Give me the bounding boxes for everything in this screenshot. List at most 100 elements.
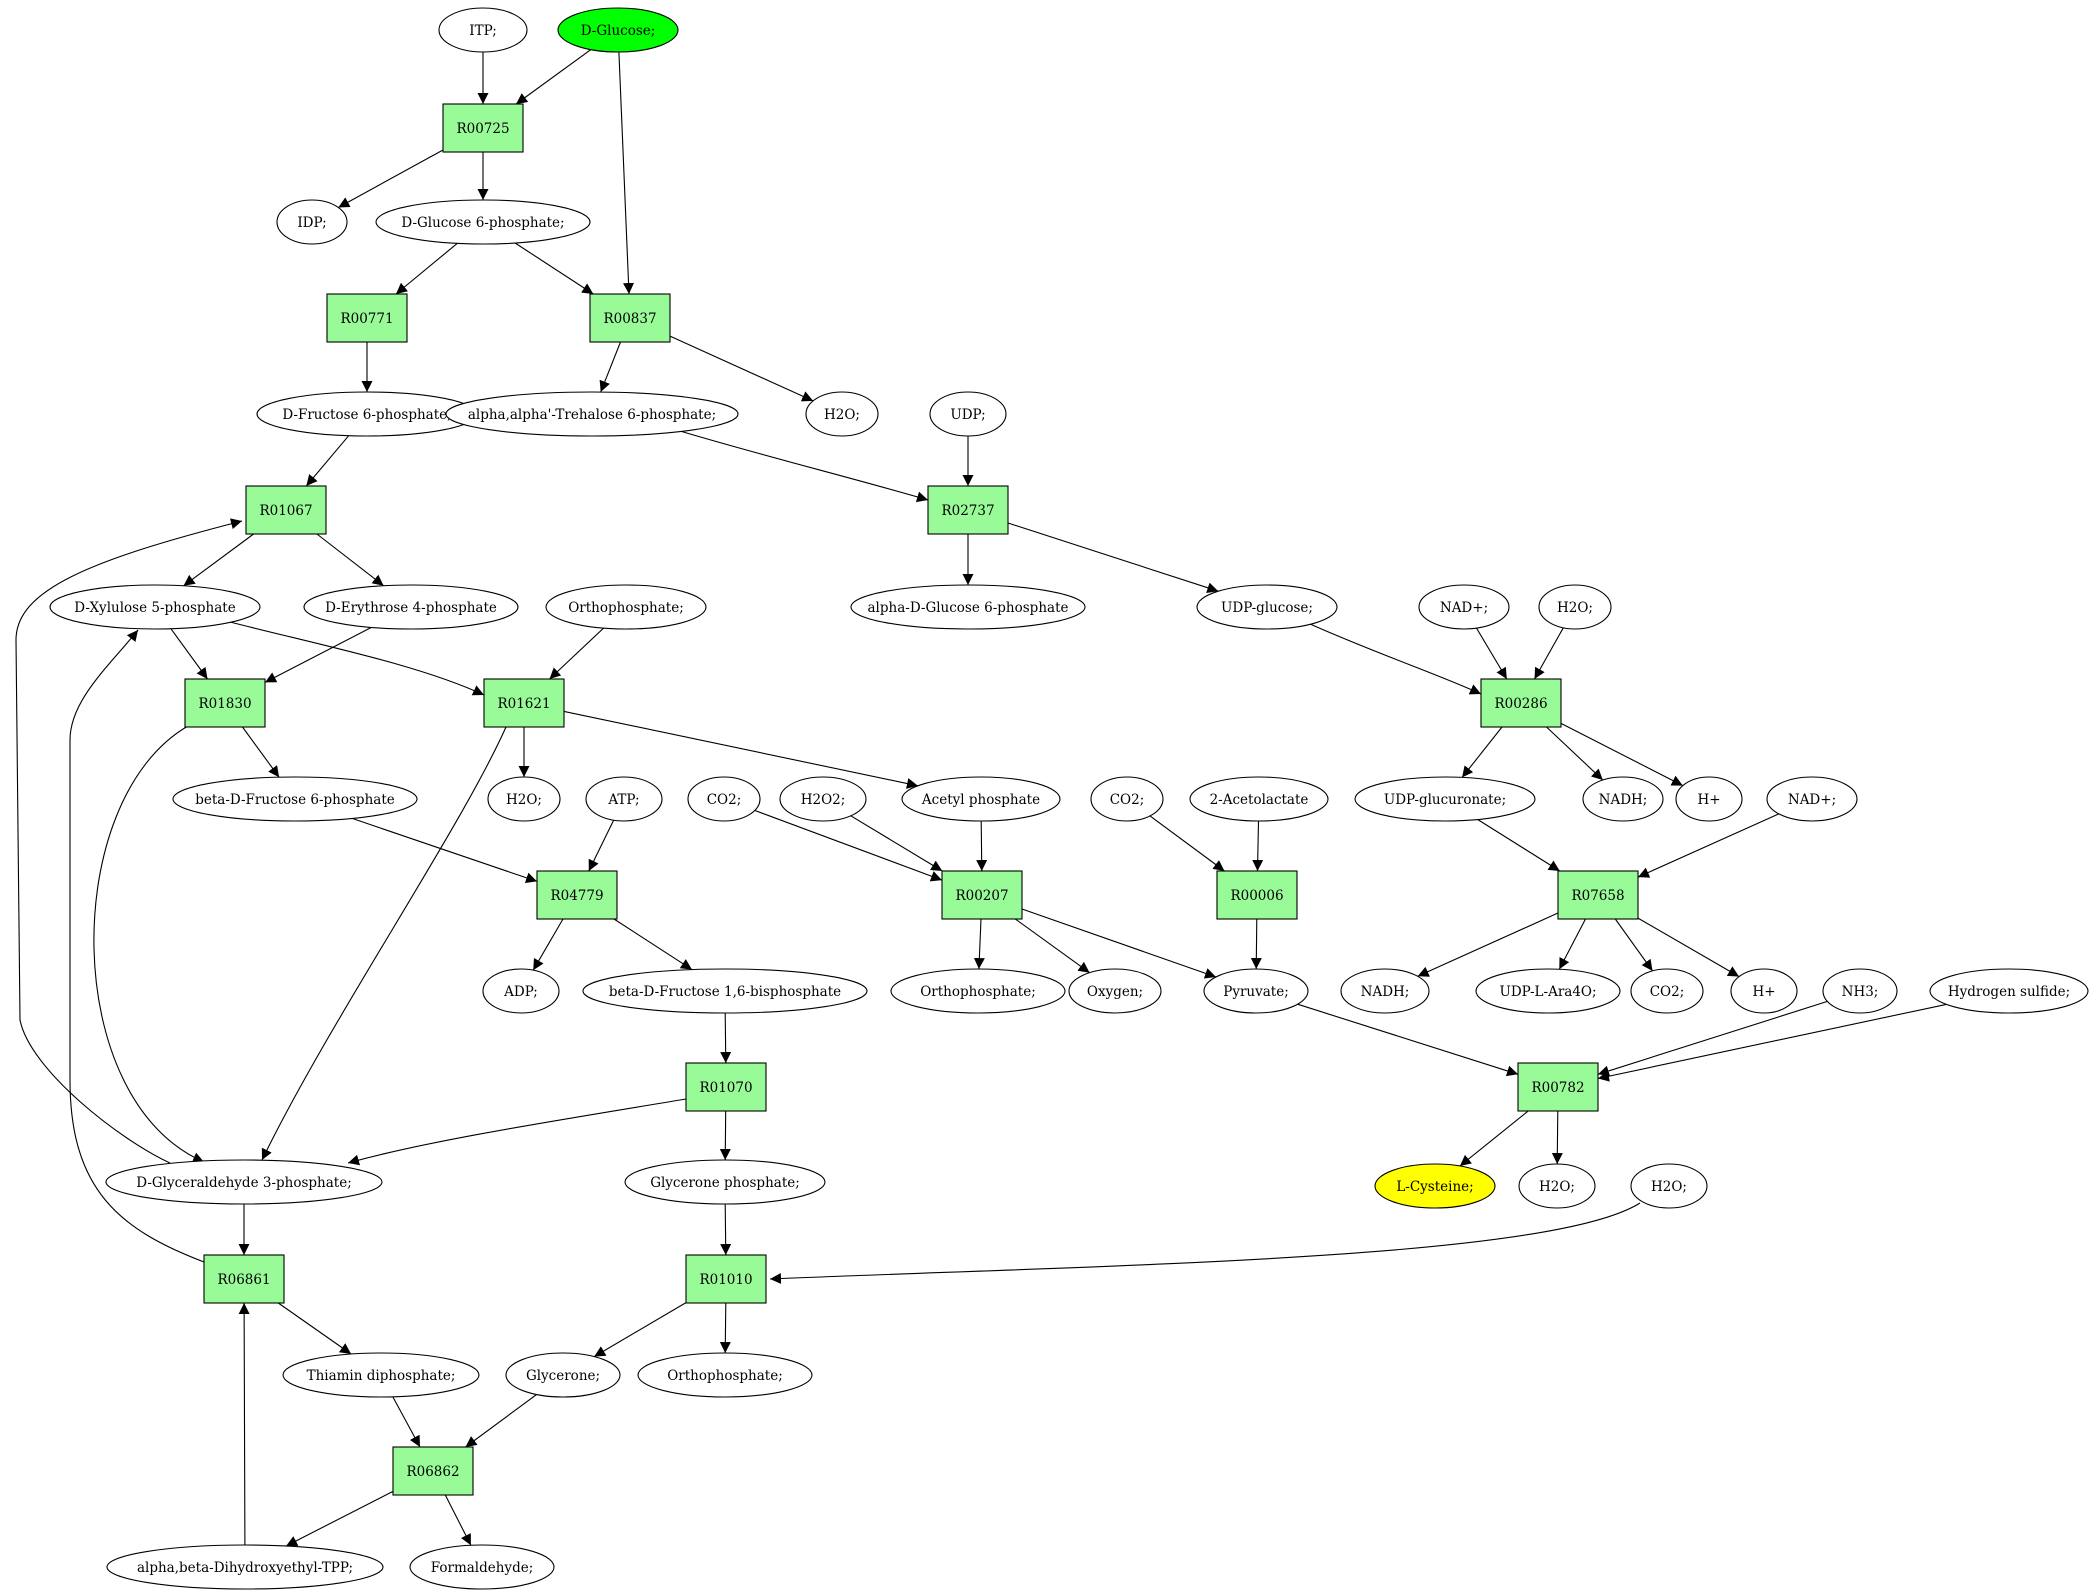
reaction-node-R04779[interactable]: R04779 xyxy=(536,870,618,920)
compound-node-h2o_d[interactable]: H2O; xyxy=(1518,1163,1596,1209)
reaction-node-R01067[interactable]: R01067 xyxy=(245,485,327,535)
reaction-node-R00286[interactable]: R00286 xyxy=(1480,678,1562,728)
compound-node-formald[interactable]: Formaldehyde; xyxy=(409,1544,555,1590)
reaction-node-R01070[interactable]: R01070 xyxy=(685,1062,767,1112)
compound-ellipse xyxy=(375,199,591,245)
compound-node-dglucose[interactable]: D-Glucose; xyxy=(557,7,679,53)
compound-node-g3p[interactable]: D-Glyceraldehyde 3-phosphate; xyxy=(105,1159,383,1205)
compound-node-co2_a[interactable]: CO2; xyxy=(687,776,761,822)
edge-t6p-to-R02737 xyxy=(679,430,929,503)
compound-node-fbp[interactable]: beta-D-Fructose 1,6-bisphosphate xyxy=(582,968,868,1014)
reaction-node-R00771[interactable]: R00771 xyxy=(326,293,408,343)
compound-node-e4p[interactable]: D-Erythrose 4-phosphate xyxy=(303,584,519,630)
compound-node-h2o_a[interactable]: H2O; xyxy=(805,391,879,437)
compound-node-nadh_b[interactable]: NADH; xyxy=(1340,968,1430,1014)
compound-node-t6p[interactable]: alpha,alpha'-Trehalose 6-phosphate; xyxy=(445,391,739,437)
compound-node-h2o_c[interactable]: H2O; xyxy=(487,776,561,822)
edge-ortho_a-to-R01621 xyxy=(549,627,604,680)
compound-node-ortho_c[interactable]: Orthophosphate; xyxy=(637,1352,813,1398)
compound-node-hplus_b[interactable]: H+ xyxy=(1730,968,1798,1014)
compound-node-oxygen[interactable]: Oxygen; xyxy=(1068,968,1162,1014)
reaction-node-R02737[interactable]: R02737 xyxy=(927,485,1009,535)
node-label: R01010 xyxy=(699,1272,752,1288)
compound-ellipse xyxy=(1418,584,1510,630)
compound-node-dhetpp[interactable]: alpha,beta-Dihydroxyethyl-TPP; xyxy=(106,1544,384,1590)
compound-ellipse xyxy=(282,1352,480,1398)
reaction-node-R01010[interactable]: R01010 xyxy=(685,1254,767,1304)
compound-node-glycerone[interactable]: Glycerone; xyxy=(505,1352,621,1398)
reaction-box xyxy=(245,485,327,535)
compound-node-udp[interactable]: UDP; xyxy=(929,391,1007,437)
node-label: R01621 xyxy=(497,696,550,712)
compound-node-g6p[interactable]: D-Glucose 6-phosphate; xyxy=(375,199,591,245)
node-label: R04779 xyxy=(550,888,603,904)
compound-node-nadh_a[interactable]: NADH; xyxy=(1582,776,1664,822)
compound-node-h2o2[interactable]: H2O2; xyxy=(779,776,867,822)
compound-node-adp[interactable]: ADP; xyxy=(482,968,560,1014)
edge-R00837-to-t6p xyxy=(599,341,622,393)
compound-node-udpglcu[interactable]: UDP-glucuronate; xyxy=(1354,776,1536,822)
compound-node-bf6p[interactable]: beta-D-Fructose 6-phosphate xyxy=(172,776,418,822)
compound-node-ortho_b[interactable]: Orthophosphate; xyxy=(890,968,1066,1014)
compound-node-h2o_e[interactable]: H2O; xyxy=(1630,1163,1708,1209)
compound-node-nad_a[interactable]: NAD+; xyxy=(1418,584,1510,630)
node-label: H2O; xyxy=(1557,600,1593,616)
compound-node-nad_b[interactable]: NAD+; xyxy=(1766,776,1858,822)
compound-node-atp[interactable]: ATP; xyxy=(585,776,663,822)
edge-R01070-to-dhap xyxy=(719,1110,731,1161)
compound-ellipse xyxy=(1354,776,1536,822)
reaction-node-R01830[interactable]: R01830 xyxy=(184,678,266,728)
node-label: R01070 xyxy=(699,1080,752,1096)
compound-node-h2s[interactable]: Hydrogen sulfide; xyxy=(1929,968,2089,1014)
compound-ellipse xyxy=(1475,968,1621,1014)
reaction-node-R06862[interactable]: R06862 xyxy=(392,1446,474,1496)
node-label: NAD+; xyxy=(1440,600,1488,616)
compound-node-lcys[interactable]: L-Cysteine; xyxy=(1374,1163,1496,1209)
reaction-box xyxy=(184,678,266,728)
compound-node-dhap[interactable]: Glycerone phosphate; xyxy=(624,1159,826,1205)
node-label: NH3; xyxy=(1842,984,1879,1000)
node-label: CO2; xyxy=(707,792,742,808)
compound-node-x5p[interactable]: D-Xylulose 5-phosphate xyxy=(49,584,261,630)
compound-node-f6p[interactable]: D-Fructose 6-phosphate; xyxy=(256,391,478,437)
compound-node-co2_b[interactable]: CO2; xyxy=(1090,776,1164,822)
reaction-node-R07658[interactable]: R07658 xyxy=(1557,870,1639,920)
compound-node-idp[interactable]: IDP; xyxy=(276,199,348,245)
reaction-box xyxy=(685,1254,767,1304)
compound-node-ag6p[interactable]: alpha-D-Glucose 6-phosphate xyxy=(850,584,1086,630)
compound-node-h2o_b[interactable]: H2O; xyxy=(1538,584,1612,630)
edge-R00782-to-lcys xyxy=(1459,1110,1529,1167)
reaction-node-R00006[interactable]: R00006 xyxy=(1216,870,1298,920)
compound-node-itp[interactable]: ITP; xyxy=(438,7,528,53)
edge-R01621-to-acp xyxy=(563,710,919,789)
edge-R00286-to-udpglcu xyxy=(1461,726,1503,778)
node-label: ATP; xyxy=(607,792,639,808)
compound-node-pyruvate[interactable]: Pyruvate; xyxy=(1203,968,1309,1014)
node-label: Pyruvate; xyxy=(1223,984,1289,1000)
reaction-node-R01621[interactable]: R01621 xyxy=(483,678,565,728)
reaction-node-R00207[interactable]: R00207 xyxy=(941,870,1023,920)
compound-node-nh3[interactable]: NH3; xyxy=(1822,968,1898,1014)
reaction-box xyxy=(1557,870,1639,920)
compound-ellipse xyxy=(1340,968,1430,1014)
edge-R00286-to-nadh_a xyxy=(1546,726,1604,781)
compound-ellipse xyxy=(687,776,761,822)
reaction-node-R00837[interactable]: R00837 xyxy=(589,293,671,343)
compound-node-co2_c[interactable]: CO2; xyxy=(1630,968,1704,1014)
node-label: R06862 xyxy=(406,1464,459,1480)
node-label: NADH; xyxy=(1361,984,1410,1000)
node-label: ITP; xyxy=(469,23,497,39)
compound-node-acetolac[interactable]: 2-Acetolactate xyxy=(1189,776,1329,822)
reaction-node-R06861[interactable]: R06861 xyxy=(203,1254,285,1304)
compound-ellipse xyxy=(445,391,739,437)
compound-node-udpara[interactable]: UDP-L-Ara4O; xyxy=(1475,968,1621,1014)
compound-node-hplus_a[interactable]: H+ xyxy=(1675,776,1743,822)
reaction-node-R00782[interactable]: R00782 xyxy=(1517,1062,1599,1112)
node-label: R00286 xyxy=(1494,696,1547,712)
compound-node-tpp[interactable]: Thiamin diphosphate; xyxy=(282,1352,480,1398)
compound-node-ortho_a[interactable]: Orthophosphate; xyxy=(545,584,707,630)
compound-node-udpglc[interactable]: UDP-glucose; xyxy=(1196,584,1338,630)
reaction-node-R00725[interactable]: R00725 xyxy=(442,103,524,153)
compound-node-acp[interactable]: Acetyl phosphate xyxy=(901,776,1061,822)
